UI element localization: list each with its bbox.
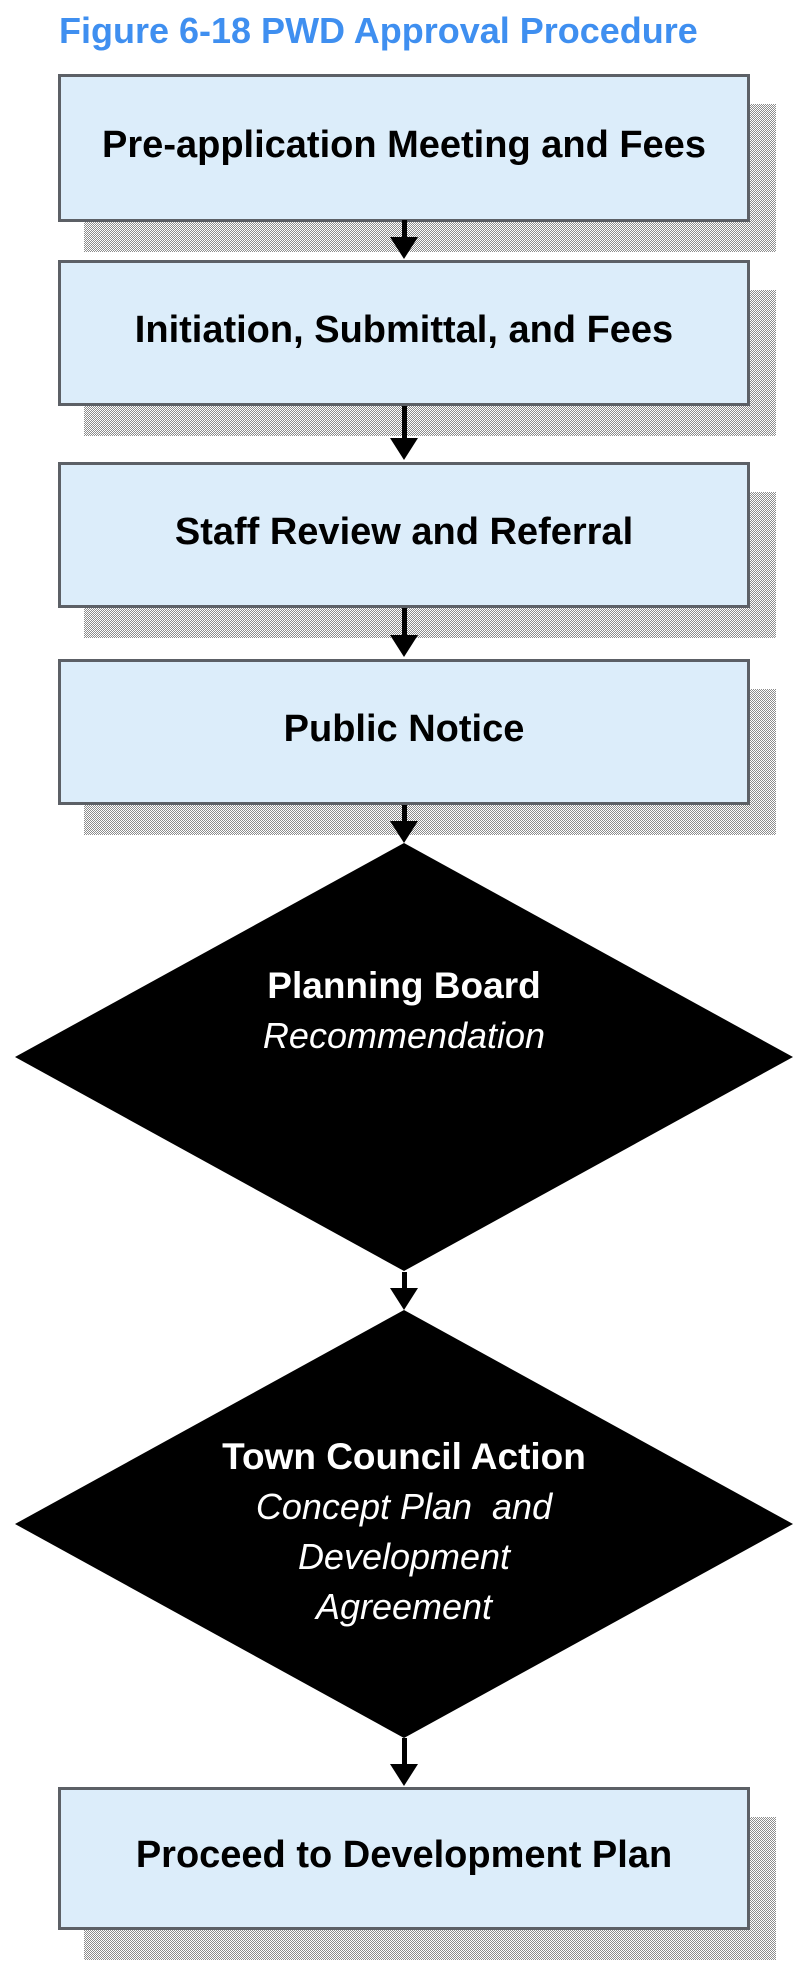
down-arrow-icon (390, 1738, 418, 1786)
arrow-stem (401, 220, 407, 237)
arrow-stem (401, 406, 407, 438)
diamond-subtitle-line: Development (297, 1536, 511, 1577)
process-box-label: Staff Review and Referral (174, 510, 634, 553)
down-arrow-icon (390, 220, 418, 259)
down-arrow-icon (390, 406, 418, 460)
down-arrow-icon (390, 608, 418, 657)
diamond-subtitle-line: Recommendation (262, 1015, 546, 1056)
arrow-head (390, 635, 418, 657)
decision-diamond-town-council: Town Council Action Concept Plan and Dev… (15, 1310, 793, 1738)
down-arrow-icon (390, 1272, 418, 1310)
arrow-head (390, 1288, 418, 1310)
arrow-head (390, 821, 418, 843)
process-box-label: Proceed to Development Plan (135, 1834, 673, 1876)
diamond-subtitle-line: Concept Plan and (255, 1486, 553, 1527)
process-box-initiation: Initiation, Submittal, and Fees (58, 260, 750, 406)
down-arrow-icon (390, 805, 418, 843)
arrow-head (390, 1764, 418, 1786)
arrow-stem (401, 608, 407, 635)
process-box-label: Initiation, Submittal, and Fees (134, 308, 674, 351)
diamond-subtitle-line: Agreement (315, 1586, 493, 1627)
process-box-label: Public Notice (283, 707, 525, 750)
arrow-stem (401, 805, 407, 821)
arrow-head (390, 237, 418, 259)
arrow-head (390, 438, 418, 460)
process-box-proceed: Proceed to Development Plan (58, 1787, 750, 1930)
process-box-staff-review: Staff Review and Referral (58, 462, 750, 608)
process-box-public-notice: Public Notice (58, 659, 750, 805)
process-box-label: Pre-application Meeting and Fees (102, 123, 706, 166)
decision-diamond-planning-board: Planning Board Recommendation (15, 843, 793, 1271)
figure-title: Figure 6-18 PWD Approval Procedure (59, 10, 698, 51)
arrow-stem (401, 1272, 407, 1288)
diamond-title: Town Council Action (222, 1436, 586, 1477)
process-box-pre-application: Pre-application Meeting and Fees (58, 74, 750, 222)
arrow-stem (401, 1738, 407, 1764)
diamond-title: Planning Board (267, 965, 541, 1006)
